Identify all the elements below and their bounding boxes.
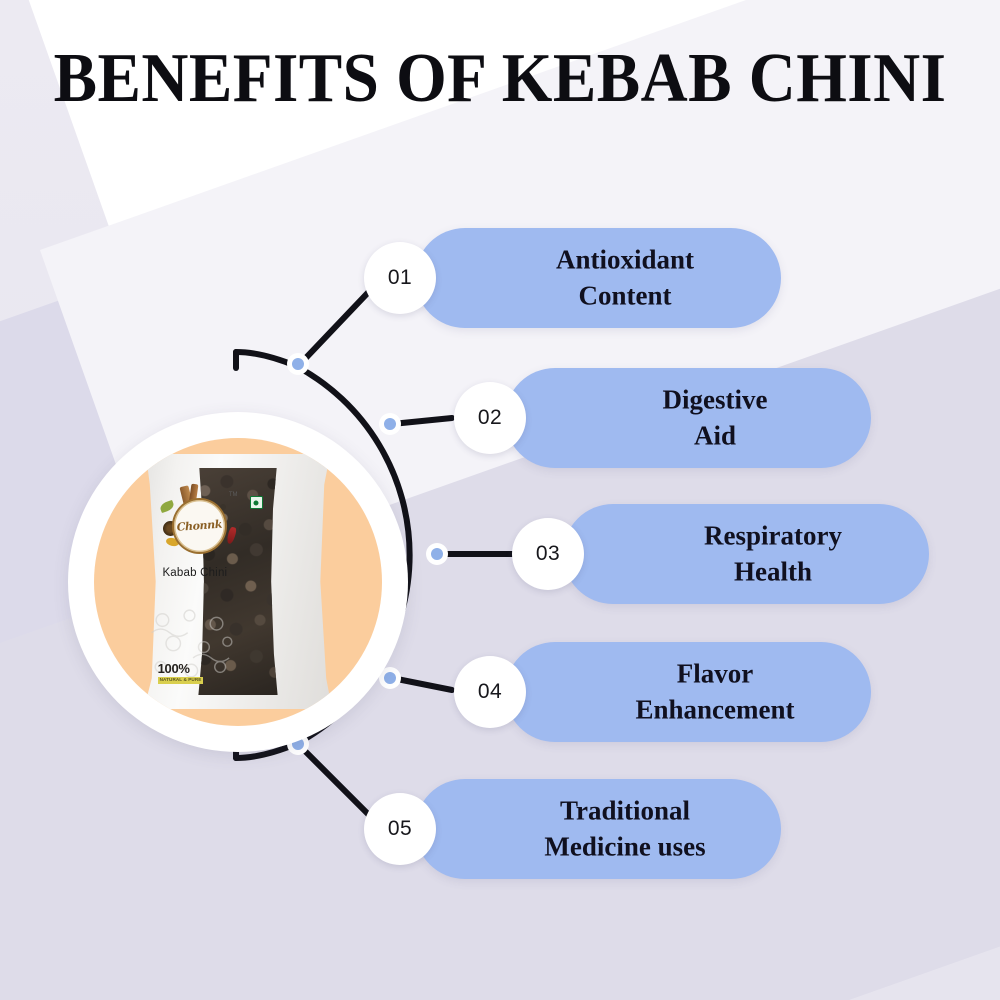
- brand-logo-ring: Chonnk: [171, 497, 227, 554]
- veg-mark-icon: [249, 496, 263, 510]
- benefit-number-05[interactable]: 05: [364, 793, 436, 865]
- product-name: Kabab Chini: [162, 567, 228, 580]
- spoke-04: [389, 675, 455, 693]
- page-title: BENEFITS OF KEBAB CHINI: [53, 40, 947, 117]
- arc-node-01-dot: [292, 358, 304, 370]
- benefit-pill-02[interactable]: [505, 368, 871, 468]
- arc-node-03-dot: [431, 548, 443, 560]
- product-pouch: Chonnk TM Kabab Chini: [140, 454, 336, 709]
- arc-node-02-dot: [384, 418, 396, 430]
- benefit-number-01[interactable]: 01: [364, 242, 436, 314]
- pouch-embossed-pattern: [150, 609, 233, 678]
- benefit-item-03[interactable]: Respiratory Health 03: [512, 504, 929, 604]
- benefit-pill-04[interactable]: [505, 642, 871, 742]
- benefit-item-05[interactable]: Traditional Medicine uses 05: [364, 779, 781, 879]
- benefit-label-04: Flavor Enhancement: [583, 656, 847, 727]
- benefit-label-05-line1: Traditional: [559, 795, 691, 826]
- trademark-icon: TM: [228, 491, 238, 498]
- brand-logo: Chonnk TM: [158, 483, 238, 564]
- arc-tail-top-curve: [233, 349, 299, 369]
- benefit-label-03-line2: Health: [734, 556, 812, 586]
- benefit-label-01-line2: Content: [578, 280, 672, 310]
- purity-number: 100%: [157, 660, 190, 676]
- brand-logo-script: Chonnk: [176, 517, 223, 534]
- purity-badge: 100% NATURAL & PURE: [157, 660, 204, 684]
- spoke-02: [389, 415, 455, 427]
- benefit-label-01: Antioxidant Content: [493, 242, 757, 313]
- benefit-label-03: Respiratory Health: [641, 518, 905, 589]
- benefit-item-02[interactable]: Digestive Aid 02: [454, 368, 871, 468]
- benefit-pill-05[interactable]: [415, 779, 781, 879]
- benefit-item-04[interactable]: Flavor Enhancement 04: [454, 642, 871, 742]
- benefit-label-01-line1: Antioxidant: [555, 244, 695, 275]
- benefit-number-04[interactable]: 04: [454, 656, 526, 728]
- benefit-label-05-line2: Medicine uses: [544, 831, 706, 861]
- benefit-number-03[interactable]: 03: [512, 518, 584, 590]
- benefit-label-04-line2: Enhancement: [635, 694, 795, 724]
- product-image-circle: Chonnk TM Kabab Chini: [68, 412, 408, 752]
- spice-illustration-peppercorn: [219, 503, 226, 510]
- benefit-pill-01[interactable]: [415, 228, 781, 328]
- spice-illustration-chili: [225, 526, 237, 545]
- arc-node-04-dot: [384, 672, 396, 684]
- benefit-number-02[interactable]: 02: [454, 382, 526, 454]
- purity-caption: NATURAL & PURE: [157, 676, 204, 684]
- spice-illustration-bayleaf: [158, 500, 176, 514]
- benefit-label-04-line1: Flavor: [676, 658, 754, 689]
- benefit-label-02-line1: Digestive: [662, 384, 768, 415]
- benefit-label-02-line2: Aid: [693, 420, 737, 450]
- benefit-label-03-line1: Respiratory: [704, 520, 842, 551]
- benefit-item-01[interactable]: Antioxidant Content 01: [364, 228, 781, 328]
- benefit-label-05: Traditional Medicine uses: [493, 793, 757, 864]
- benefit-pill-03[interactable]: [563, 504, 929, 604]
- benefit-label-02: Digestive Aid: [583, 382, 847, 453]
- product-image-inner: Chonnk TM Kabab Chini: [94, 438, 382, 726]
